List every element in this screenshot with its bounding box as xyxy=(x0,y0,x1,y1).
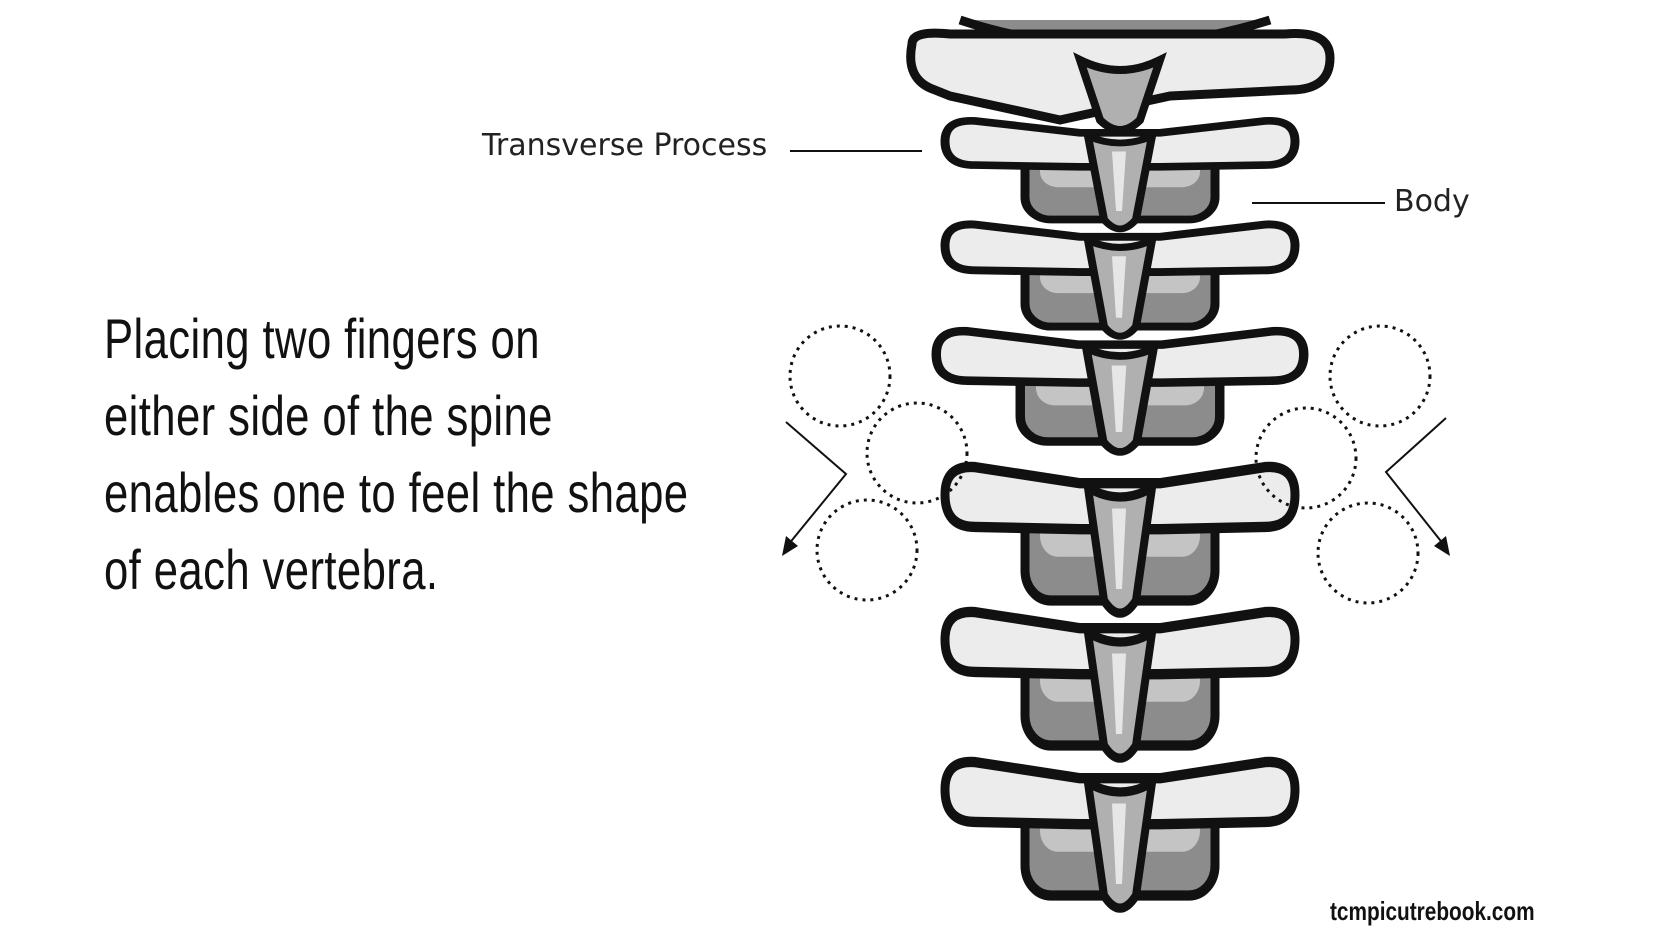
arrow-left xyxy=(785,421,848,546)
caption-line-4: of each vertebra. xyxy=(104,538,439,601)
vertebra-6 xyxy=(945,762,1295,908)
instruction-caption: Placing two fingers on either side of th… xyxy=(104,300,689,608)
vertebra-5 xyxy=(945,612,1295,758)
vertebra-2 xyxy=(945,224,1295,336)
vertebra-3 xyxy=(936,331,1304,452)
finger-circle-right-1 xyxy=(1328,324,1432,428)
caption-line-2: either side of the spine xyxy=(104,384,553,447)
watermark: tcmpicutrebook.com xyxy=(1330,896,1535,926)
finger-circle-right-3 xyxy=(1316,501,1420,605)
vertebra-4 xyxy=(945,467,1295,613)
finger-circle-left-1 xyxy=(788,324,892,428)
finger-circle-right-2 xyxy=(1254,406,1358,510)
arrow-left-head xyxy=(782,536,798,556)
arrow-right xyxy=(1384,417,1447,546)
label-transverse-process: Transverse Process xyxy=(482,128,768,163)
vertebra-top xyxy=(906,15,1335,134)
caption-line-1: Placing two fingers on xyxy=(104,307,540,370)
arrow-right-head xyxy=(1434,536,1450,556)
finger-circle-left-3 xyxy=(815,498,919,602)
finger-circle-left-2 xyxy=(865,401,969,505)
caption-line-3: enables one to feel the shape xyxy=(104,461,689,524)
label-body: Body xyxy=(1394,184,1470,219)
vertebra-1 xyxy=(945,121,1295,229)
